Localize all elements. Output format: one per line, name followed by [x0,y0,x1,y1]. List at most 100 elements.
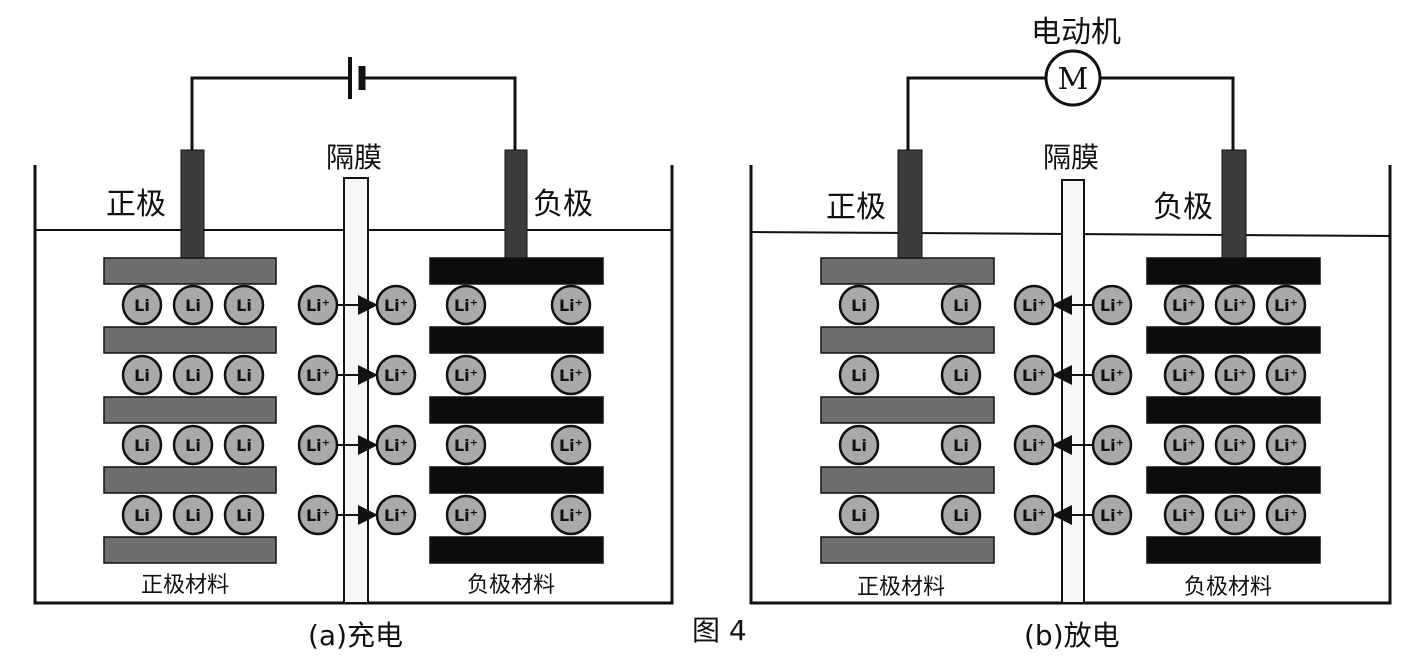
li-atom-a-1-2-circle [172,284,214,326]
positive-label-b: 正极 [826,190,886,225]
li-ion-a-left-4: Li⁺ [297,494,339,536]
li-ion-a-neg-2-2: Li⁺ [550,354,592,396]
li-ion-b-right-3-label: Li⁺ [1100,436,1124,455]
li-ion-a-left-4-label: Li⁺ [306,506,330,525]
li-ion-b-neg-3-3-label: Li⁺ [1274,436,1298,455]
positive-plate-a-5 [103,536,277,564]
li-ion-b-neg-1-2-label: Li⁺ [1223,296,1247,315]
li-atom-a-1-2-label: Li [185,296,201,315]
li-ion-b-left-4-label: Li⁺ [1022,506,1046,525]
li-ion-b-neg-3-1-label: Li⁺ [1172,436,1196,455]
li-ion-a-neg-1-2-label: Li⁺ [559,296,583,315]
li-ion-a-neg-4-1: Li⁺ [445,494,487,536]
li-atom-a-1-2: Li [172,284,214,326]
li-ion-a-right-2-label: Li⁺ [384,366,408,385]
li-ion-b-left-1: Li⁺ [1013,284,1055,326]
li-atom-a-4-2: Li [172,494,214,536]
li-ion-a-left-1-circle [297,284,339,326]
li-atom-b-1-2: Li [940,284,982,326]
negative-plate-a-5 [429,536,604,564]
positive-material-label-b: 正极材料 [857,575,945,600]
li-atom-a-3-1-circle [121,424,163,466]
li-ion-a-neg-2-2-label: Li⁺ [559,366,583,385]
motor-symbol [1044,49,1102,107]
li-ion-b-neg-2-1: Li⁺ [1163,354,1205,396]
li-ion-b-neg-3-1-circle [1163,424,1205,466]
li-atom-a-4-2-label: Li [185,506,201,525]
li-atom-b-3-2-label: Li [953,436,969,455]
li-atom-b-1-2-circle [940,284,982,326]
li-ion-a-neg-4-2: Li⁺ [550,494,592,536]
li-ion-b-left-4: Li⁺ [1013,494,1055,536]
li-atom-a-3-3-circle [223,424,265,466]
li-ion-b-right-3: Li⁺ [1091,424,1133,466]
li-ion-b-left-1-label: Li⁺ [1022,296,1046,315]
li-ion-a-neg-1-2-circle [550,284,592,326]
li-ion-b-neg-4-1-circle [1163,494,1205,536]
positive-plate-b-5 [820,536,995,564]
li-ion-b-neg-1-2-circle [1214,284,1256,326]
li-atom-b-2-2-label: Li [953,366,969,385]
separator-b [1061,179,1085,604]
li-ion-a-neg-3-2-label: Li⁺ [559,436,583,455]
li-ion-b-neg-1-2: Li⁺ [1214,284,1256,326]
li-atom-a-1-1-circle [121,284,163,326]
li-ion-a-left-2-circle [297,354,339,396]
li-ion-a-neg-3-2: Li⁺ [550,424,592,466]
li-atom-a-2-1: Li [121,354,163,396]
li-ion-a-neg-4-2-label: Li⁺ [559,506,583,525]
negative-rod-b [1221,149,1247,263]
positive-material-label-a: 正极材料 [141,573,229,598]
li-ion-b-right-4-circle [1091,494,1133,536]
li-atom-b-2-1: Li [838,354,880,396]
li-atom-b-2-1-circle [838,354,880,396]
negative-plates-a [429,257,604,564]
li-ion-a-neg-3-1-circle [445,424,487,466]
negative-plate-a-3 [429,396,604,424]
li-ion-b-neg-4-2: Li⁺ [1214,494,1256,536]
li-ion-b-neg-2-2-label: Li⁺ [1223,366,1247,385]
li-ion-b-neg-3-3: Li⁺ [1265,424,1307,466]
negative-plate-a-1 [429,257,604,285]
li-atom-b-3-1: Li [838,424,880,466]
li-atom-b-1-1-circle [838,284,880,326]
li-ion-a-right-1-label: Li⁺ [384,296,408,315]
li-ion-a-right-4-label: Li⁺ [384,506,408,525]
li-atom-a-3-3-label: Li [236,436,252,455]
li-ion-b-left-3: Li⁺ [1013,424,1055,466]
li-atom-a-4-1-circle [121,494,163,536]
li-atom-b-2-2-circle [940,354,982,396]
li-atom-b-4-1: Li [838,494,880,536]
li-ion-b-right-3-circle [1091,424,1133,466]
li-ion-a-right-4: Li⁺ [375,494,417,536]
li-ion-b-right-1: Li⁺ [1091,284,1133,326]
li-atom-b-3-1-circle [838,424,880,466]
li-ion-a-neg-4-1-circle [445,494,487,536]
li-ion-a-neg-2-1: Li⁺ [445,354,487,396]
positive-plates-b [820,257,995,564]
li-ion-b-neg-3-2-label: Li⁺ [1223,436,1247,455]
li-ion-a-neg-2-2-circle [550,354,592,396]
positive-plate-b-1 [820,257,995,285]
positive-plates-a [103,257,277,564]
li-ion-b-right-2: Li⁺ [1091,354,1133,396]
li-atom-b-2-2: Li [940,354,982,396]
li-atom-a-4-3-label: Li [236,506,252,525]
battery-symbol [348,57,366,99]
li-atom-b-1-1: Li [838,284,880,326]
li-atom-a-1-3: Li [223,284,265,326]
li-ion-a-left-3: Li⁺ [297,424,339,466]
li-ion-b-right-1-circle [1091,284,1133,326]
positive-plate-a-3 [103,396,277,424]
figure-label: 图 4 [692,614,747,647]
li-atom-a-3-2-label: Li [185,436,201,455]
li-ion-a-neg-1-1: Li⁺ [445,284,487,326]
li-ion-a-neg-2-1-label: Li⁺ [454,366,478,385]
motor-title: 电动机 [1031,15,1121,50]
li-atom-a-3-2: Li [172,424,214,466]
li-atom-a-2-2-circle [172,354,214,396]
li-ion-b-neg-3-2: Li⁺ [1214,424,1256,466]
li-ion-b-neg-2-2: Li⁺ [1214,354,1256,396]
